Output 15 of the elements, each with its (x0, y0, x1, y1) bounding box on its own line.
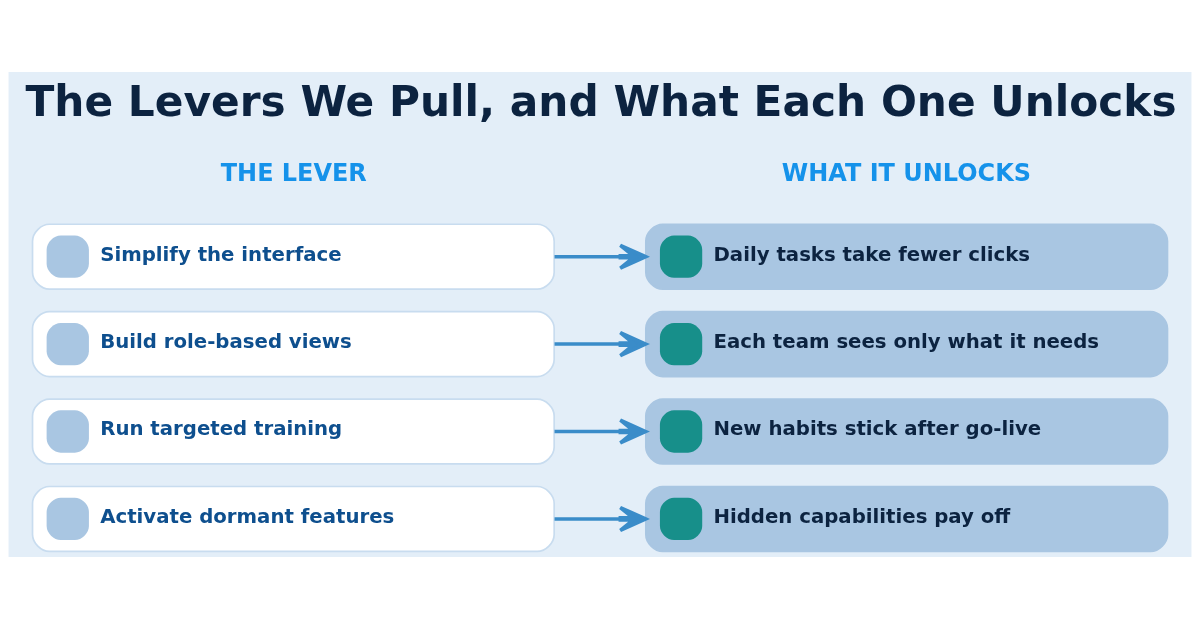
node-box: New habits stick after go-live (644, 397, 1169, 465)
diagram-title: The Levers We Pull, and What Each One Unlocks (25, 76, 1177, 126)
label: WHAT IT UNLOCKS (781, 158, 1031, 187)
arrow (554, 505, 648, 532)
arrow (554, 330, 648, 357)
node-box: Activate dormant features (31, 485, 556, 552)
label: THE LEVER (220, 158, 367, 187)
arrow (554, 243, 648, 270)
node-box: Run targeted training (31, 397, 556, 465)
node-box: Build role-based views (31, 310, 556, 377)
node-box: Daily tasks take fewer clicks (644, 222, 1169, 290)
node-box: Simplify the interface (31, 222, 556, 290)
arrow (554, 417, 648, 445)
node-box: Hidden capabilities pay off (644, 485, 1169, 552)
node-box: Each team sees only what it needs (644, 310, 1169, 377)
